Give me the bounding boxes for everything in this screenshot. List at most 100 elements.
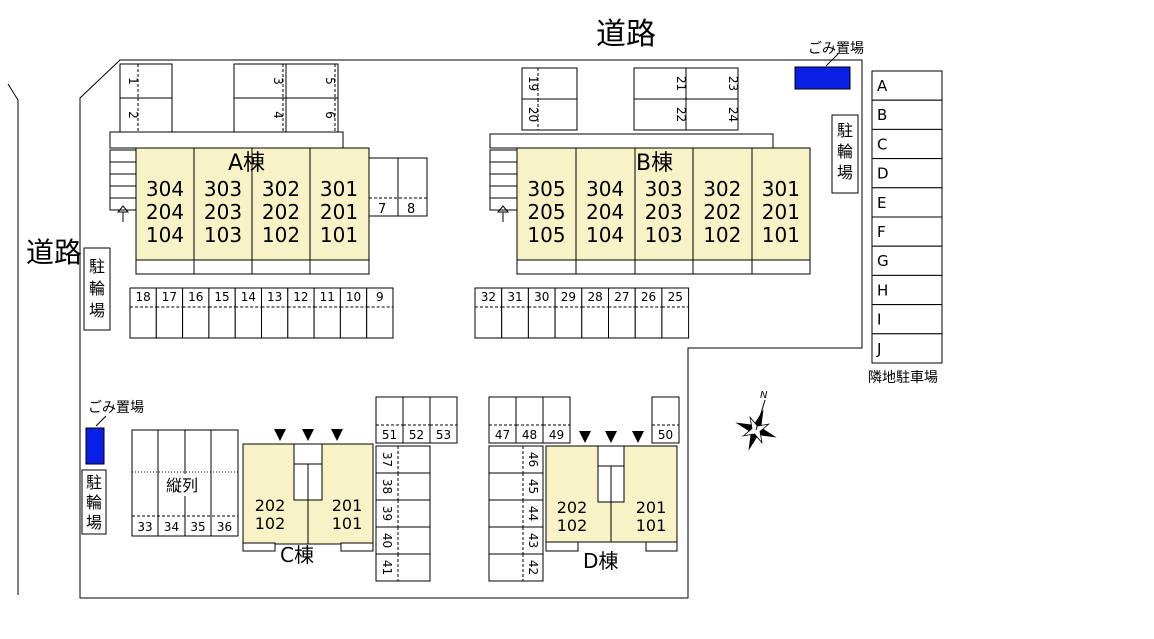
unit-number: 304 [586, 177, 624, 201]
road-edge [7, 83, 19, 595]
parking-space [501, 287, 529, 339]
parking-space-label: 9 [376, 290, 384, 304]
parking-space [375, 526, 431, 555]
parking-space [375, 472, 431, 501]
parking-space-label: 27 [614, 290, 629, 304]
parking-space-label: 18 [136, 290, 151, 304]
parking-space [339, 287, 368, 339]
parking-space-label: 45 [526, 479, 540, 494]
unit-number: 202 [255, 496, 286, 515]
unit-number: 302 [703, 177, 741, 201]
road-label-left: 道路 [26, 236, 82, 269]
bike-parking-left-2-label: 駐輪場 [86, 473, 102, 532]
unit-number: 204 [586, 200, 624, 224]
bike-parking-left-1 [83, 247, 111, 331]
parking-space-label: 51 [382, 428, 397, 442]
unit-number: 202 [262, 200, 300, 224]
neighbor-parking-space [871, 216, 943, 247]
parking-space-label: 16 [188, 290, 203, 304]
parking-space [375, 396, 404, 444]
unit-number: 201 [332, 496, 363, 515]
parking-space [287, 287, 315, 339]
garbage-area-left [85, 427, 105, 465]
parking-space-label: 24 [726, 107, 740, 122]
parking-space-label: D [877, 165, 889, 183]
unit-number: 303 [204, 177, 242, 201]
unit-number: 104 [586, 223, 624, 247]
unit-number: 201 [762, 200, 800, 224]
building-a-name: A棟 [228, 151, 265, 176]
parking-space-label: 15 [214, 290, 229, 304]
bike-parking-right-label: 駐輪場 [837, 121, 853, 182]
parking-space-label: 34 [164, 520, 179, 534]
garbage-label-top: ごみ置場 [808, 41, 864, 57]
parking-space [375, 499, 431, 528]
parking-space-label: 20 [526, 107, 540, 122]
parking-space-label: 25 [668, 290, 683, 304]
parking-space-label: 17 [162, 290, 177, 304]
unit-number: 302 [262, 177, 300, 201]
parking-space-label: 31 [507, 290, 522, 304]
parking-space [581, 287, 609, 339]
site-boundary [79, 59, 863, 599]
parking-space-label: H [877, 281, 888, 299]
compact-parking-label: 縦列 [166, 476, 198, 495]
parking-space-label: A [877, 77, 888, 95]
parking-space [474, 287, 503, 339]
neighbor-parking-label: 隣地駐車場 [868, 369, 938, 386]
parking-space [685, 98, 739, 131]
building-b-name: B棟 [636, 151, 673, 176]
parking-space-label: 47 [495, 428, 510, 442]
neighbor-parking-space [871, 158, 943, 189]
parking-space-label: 37 [380, 452, 394, 467]
parking-space-label: 10 [346, 290, 361, 304]
unit-number: 203 [204, 200, 242, 224]
parking-space [542, 396, 571, 444]
parking-space [521, 98, 578, 131]
bike-parking-right [831, 114, 859, 194]
bike-parking-left-1-label: 駐輪場 [89, 257, 105, 320]
parking-space [429, 396, 458, 444]
building-a: 7 8 A棟 304204104303203103302202102301201… [109, 131, 428, 275]
parking-space-label: 41 [380, 560, 394, 575]
parking-space-label: 40 [380, 533, 394, 548]
parking-top-left: 12 [119, 63, 173, 133]
parking-space-label: G [877, 252, 889, 270]
compass-icon [735, 399, 777, 451]
unit-number: 303 [645, 177, 683, 201]
parking-space-label: 38 [380, 479, 394, 494]
parking-space-label: 21 [674, 76, 688, 91]
unit-number: 101 [636, 516, 667, 535]
neighbor-parking-space [871, 304, 943, 335]
unit-number: 301 [320, 177, 358, 201]
parking-space-label: 33 [137, 520, 152, 534]
parking-space-label: 13 [267, 290, 282, 304]
parking-space [285, 97, 339, 133]
unit-number: 103 [645, 223, 683, 247]
parking-d-top-right: 50 [651, 396, 680, 444]
parking-space [155, 287, 184, 339]
parking-space-label: J [876, 340, 881, 358]
entrance-markers-c [274, 429, 343, 441]
parking-space [633, 98, 687, 131]
parking-space [119, 97, 173, 133]
parking-space-label: 36 [217, 520, 232, 534]
parking-space-label: 48 [522, 428, 537, 442]
parking-space-label: 30 [534, 290, 549, 304]
unit-number: 104 [146, 223, 184, 247]
neighbor-parking-space [871, 333, 943, 364]
unit-number: 204 [146, 200, 184, 224]
neighbor-parking-space [871, 70, 943, 101]
parking-space [527, 287, 556, 339]
unit-number: 101 [332, 514, 363, 533]
garbage-arrow-top [825, 53, 839, 67]
parking-space-label: 32 [481, 290, 496, 304]
